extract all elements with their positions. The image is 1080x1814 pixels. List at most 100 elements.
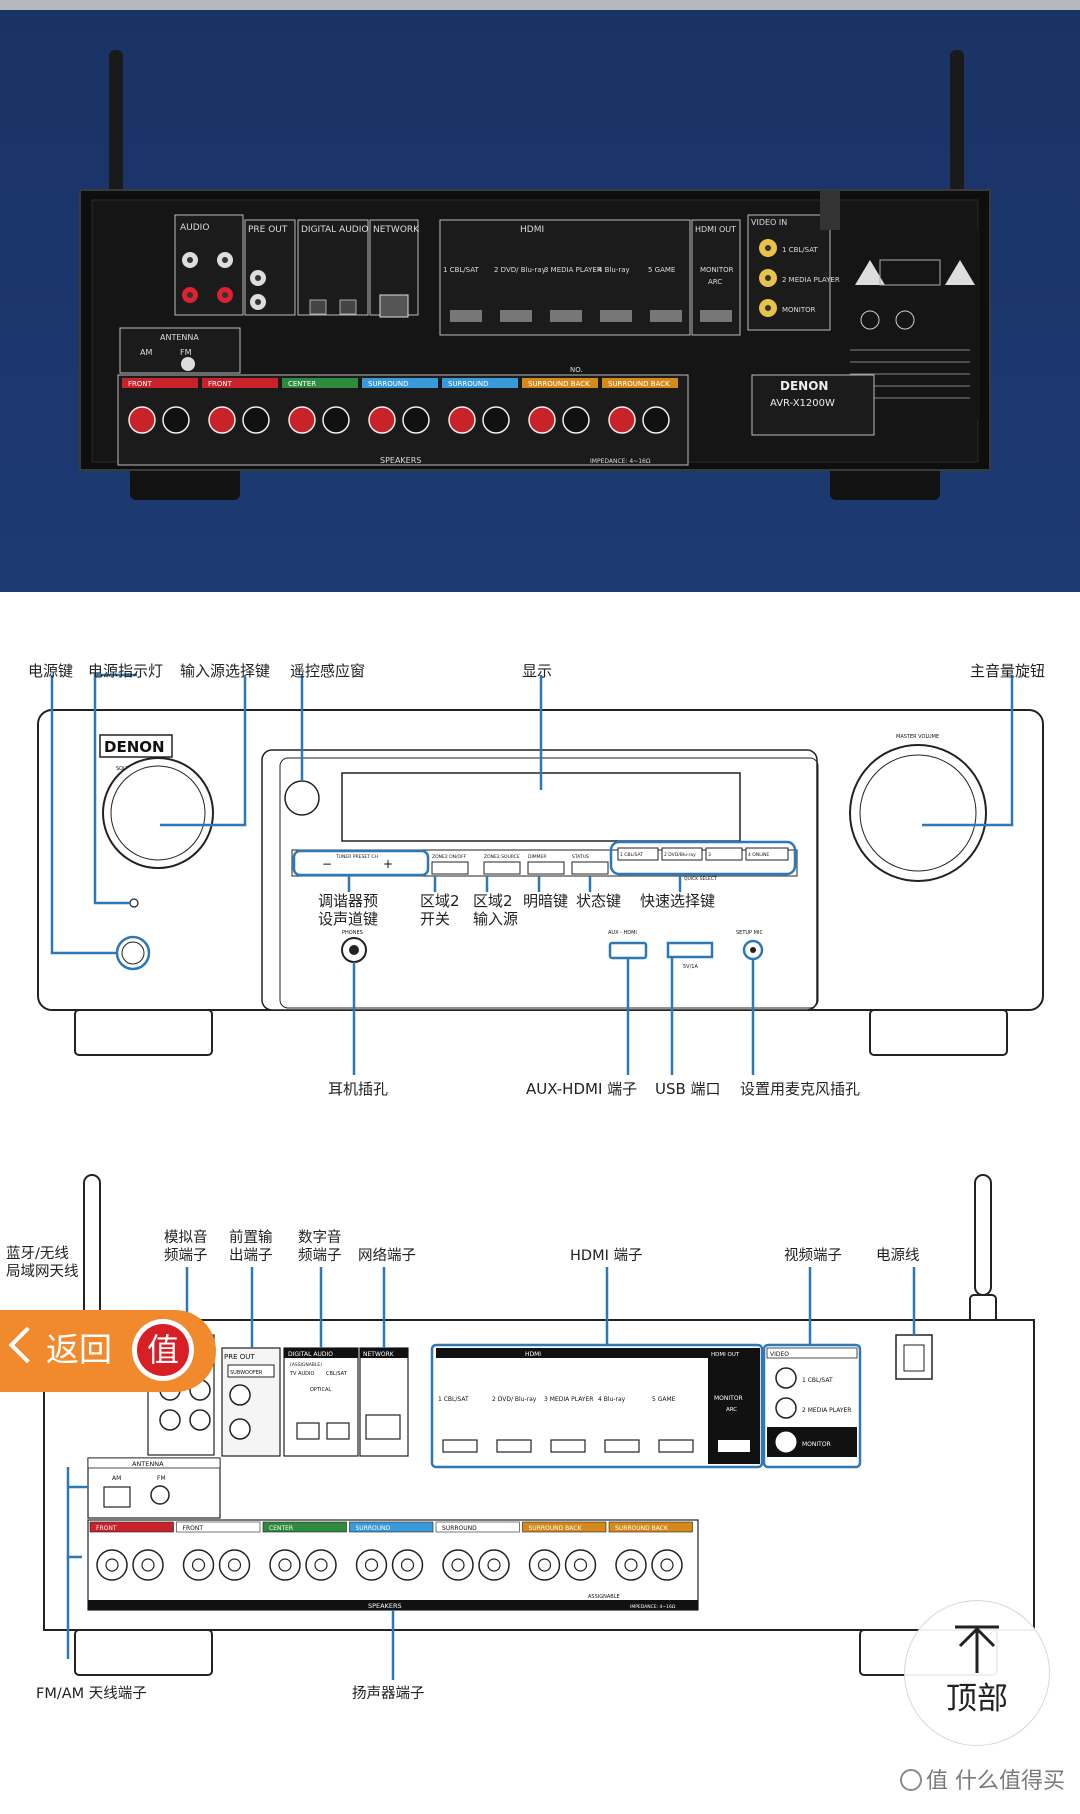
phones-label: PHONES [342, 930, 363, 936]
callout-power-key: 电源键 [28, 662, 74, 680]
callout-master-volume: 主音量旋钮 [970, 662, 1046, 680]
callout-fm-am: FM/AM 天线端子 [36, 1686, 147, 1702]
callout-quick-select: 快速选择键 [640, 892, 716, 910]
photo-speaker-label: FRONT [208, 380, 233, 388]
photo-speaker-post-red [128, 406, 156, 434]
rear-speaker-label: SURROUND [442, 1525, 477, 1532]
rear-speaker-header [349, 1521, 434, 1533]
callout-tuner-preset-2: 设声道键 [318, 910, 379, 928]
callout-zone2-onoff-2: 开关 [420, 910, 451, 928]
watermark-logo-icon [900, 1769, 922, 1791]
rear-speaker-post-center [191, 1558, 206, 1572]
front-brand: DENON [104, 738, 165, 756]
photo-digital-audio-label: DIGITAL AUDIO [301, 225, 368, 235]
callout-analog-2: 频端子 [164, 1248, 208, 1264]
photo-antenna-label: ANTENNA [160, 333, 199, 342]
photo-speaker-header [362, 378, 438, 388]
callout-source-select: 输入源选择键 [180, 662, 271, 680]
zhi-logo-text: 值 [137, 1324, 189, 1376]
photo-speaker-header [442, 378, 518, 388]
rear-speaker-header [176, 1521, 261, 1533]
photo-speaker-post-black [482, 406, 510, 434]
photo-hdmi-label: HDMI [520, 225, 544, 235]
photo-speaker-post-red [288, 406, 316, 434]
rear-hdmi-block [430, 1343, 764, 1469]
rear-speaker-post-center [624, 1558, 638, 1572]
photo-hdmi-in-4: 4 Blu-ray [598, 266, 630, 274]
callout-digital-2: 频端子 [298, 1248, 342, 1264]
callout-headphones: 耳机插孔 [328, 1080, 389, 1098]
setup-mic-label: SETUP MIC [736, 930, 763, 936]
rear-panel-svg: PRE OUT SUBWOOFER DIGITAL AUDIO (ASSIGNA… [43, 1174, 1035, 1680]
rear-video-monitor: MONITOR [802, 1441, 831, 1448]
usb-rating: 5V/1A [683, 964, 698, 970]
photo-speaker-header [522, 378, 598, 388]
photo-speaker-label: SURROUND BACK [528, 380, 590, 388]
callout-power-cord: 电源线 [876, 1248, 920, 1264]
rear-speaker-assignable: ASSIGNABLE [588, 1594, 620, 1600]
rear-hdmi-arc: ARC [726, 1407, 737, 1413]
callout-video: 视频端子 [784, 1248, 842, 1264]
rear-hdmi-in-1: 1 CBL/SAT [438, 1396, 469, 1403]
front-callout-lines [50, 673, 1014, 1075]
photo-speaker-post-black [642, 406, 670, 434]
rear-digital-audio-label: DIGITAL AUDIO [288, 1351, 333, 1358]
callout-power-indicator: 电源指示灯 [88, 662, 164, 680]
callout-preout-2: 出端子 [229, 1248, 273, 1264]
callout-setup-mic: 设置用麦克风插孔 [740, 1080, 861, 1098]
quick-btn-4: 4 ONLINE [748, 852, 769, 858]
rear-hdmi-in-5: 5 GAME [652, 1396, 676, 1403]
rear-speaker-post-center [537, 1558, 552, 1572]
rear-antenna-label: ANTENNA [132, 1460, 164, 1468]
rear-speaker-post-center [451, 1558, 465, 1572]
rear-speaker-post-center [573, 1558, 588, 1572]
callout-network: 网络端子 [358, 1248, 416, 1264]
power-indicator [129, 898, 139, 908]
rear-digital-assignable: (ASSIGNABLE) [290, 1362, 322, 1368]
photo-speaker-post-red [608, 406, 636, 434]
callout-bt-wlan-1: 蓝牙/无线 [6, 1246, 69, 1262]
callout-zone2-source-1: 区域2 [473, 892, 513, 910]
photo-speaker-post-black [242, 406, 270, 434]
rear-am-label: AM [112, 1475, 121, 1482]
tuner-plus: + [383, 857, 393, 871]
front-panel-diagram: DENON SOURCE SELECT MASTER VOLUME − + TU… [0, 640, 1080, 1120]
tuner-preset-group [292, 849, 430, 877]
rear-speaker-post-center [105, 1558, 119, 1572]
photo-speaker-header [282, 378, 358, 388]
rear-panel-diagram: PRE OUT SUBWOOFER DIGITAL AUDIO (ASSIGNA… [0, 1165, 1080, 1735]
callout-display: 显示 [522, 662, 553, 680]
back-button-label: 返回 [46, 1330, 112, 1369]
rear-speaker-label: CENTER [269, 1525, 293, 1532]
rear-fm-label: FM [157, 1475, 166, 1482]
photo-speaker-label: SURROUND [368, 380, 409, 388]
callout-aux-hdmi: AUX-HDMI 端子 [526, 1080, 638, 1098]
rear-hdmi-in-4: 4 Blu-ray [598, 1396, 626, 1403]
photo-speaker-post-red [528, 406, 556, 434]
photo-speaker-header [122, 378, 198, 388]
rear-speaker-label: SURROUND BACK [529, 1525, 583, 1532]
tuner-minus: − [322, 857, 332, 871]
quick-btn-3: 3 [708, 852, 711, 858]
callout-bt-wlan-2: 局域网天线 [6, 1264, 79, 1280]
rear-tv-audio: TV AUDIO [289, 1371, 314, 1377]
remote-sensor-window [284, 780, 320, 816]
photo-speaker-post-black [402, 406, 430, 434]
callout-dimmer: 明暗键 [523, 892, 569, 910]
aux-hdmi-port [608, 941, 648, 960]
rear-speaker-label: SURROUND [356, 1525, 391, 1532]
callout-remote-sensor: 遥控感应窗 [290, 662, 366, 680]
chevron-left-icon [8, 1326, 46, 1364]
callout-zone2-onoff-1: 区域2 [420, 892, 460, 910]
rear-speaker-post-center [487, 1558, 501, 1572]
callout-hdmi: HDMI 端子 [570, 1248, 643, 1264]
rear-speaker-post-center [314, 1558, 328, 1572]
back-button[interactable]: 返回 值 [0, 1310, 216, 1392]
watermark-text: 值 什么值得买 [926, 1769, 1065, 1794]
front-master-volume-label: MASTER VOLUME [896, 734, 939, 740]
rear-speaker-post-center [364, 1558, 379, 1572]
photo-video-monitor: MONITOR [782, 306, 816, 314]
back-to-top-button[interactable]: 顶部 [904, 1600, 1050, 1746]
